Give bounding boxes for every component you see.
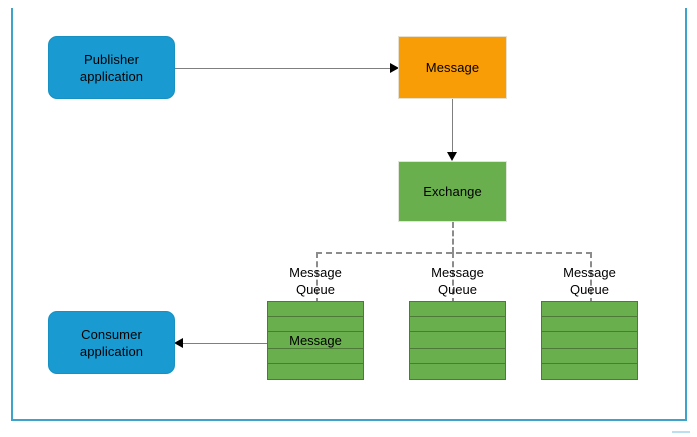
queue-to-consumer-line: [183, 343, 268, 344]
queue-2-cell-1: [410, 302, 505, 317]
dashed-drop-to-queue-1: [316, 252, 318, 304]
publisher-to-message-line: [175, 68, 392, 69]
queue-3-cell-1: [542, 302, 637, 317]
queue-2-cell-5: [410, 364, 505, 379]
message-to-exchange-line: [452, 99, 453, 154]
exchange-dashed-bus-line: [316, 252, 592, 254]
exchange-label: Exchange: [423, 184, 482, 199]
queue-1-label-line1: Message: [289, 265, 342, 280]
queue-2-label: Message Queue: [409, 264, 506, 298]
queue-1-label: Message Queue: [267, 264, 364, 298]
exchange-node: Exchange: [398, 161, 507, 222]
dashed-drop-to-queue-3: [590, 252, 592, 304]
queue-3-stack: [541, 301, 638, 380]
queue-3-cell-5: [542, 364, 637, 379]
consumer-label-line1: Consumer: [81, 326, 142, 342]
queue-3-label-line2: Queue: [569, 282, 610, 297]
publisher-label-line1: Publisher: [83, 51, 140, 67]
publisher-application-node: Publisher application: [48, 36, 175, 99]
queue-1-cell-2: [268, 317, 363, 332]
queue-1-label-line2: Queue: [295, 282, 336, 297]
queue-2-cell-3: [410, 332, 505, 349]
queue-2-label-line1: Message: [431, 265, 484, 280]
queue-3-cell-3: [542, 332, 637, 349]
queue-1-cell-4: [268, 349, 363, 364]
queue-1-stack: Message: [267, 301, 364, 380]
queue-3-label-line1: Message: [563, 265, 616, 280]
queue-1-cell-5: [268, 364, 363, 379]
queue-3-cell-4: [542, 349, 637, 364]
queue-1-cell-3: Message: [268, 332, 363, 349]
queue-2-cell-2: [410, 317, 505, 332]
dashed-drop-to-queue-2: [452, 252, 454, 304]
queue-3-cell-2: [542, 317, 637, 332]
queue-2-stack: [409, 301, 506, 380]
publisher-to-message-arrowhead-icon: [390, 63, 399, 73]
queue-1-cell-1: [268, 302, 363, 317]
queue-3-label: Message Queue: [541, 264, 638, 298]
message-node: Message: [398, 36, 507, 99]
message-queue-3: Message Queue: [541, 264, 638, 380]
frame-right-rule: [685, 8, 687, 421]
message-queue-1: Message Queue Message: [267, 264, 364, 380]
publisher-label-line2: application: [79, 68, 144, 84]
consumer-application-node: Consumer application: [48, 311, 175, 374]
message-label: Message: [425, 60, 480, 75]
frame-bottom-rule: [11, 419, 687, 421]
frame-left-rule: [11, 8, 13, 421]
exchange-dashed-drop-line: [452, 222, 454, 253]
consumer-label-line2: application: [79, 343, 144, 359]
queue-2-cell-4: [410, 349, 505, 364]
queue-2-label-line2: Queue: [437, 282, 478, 297]
queue-to-consumer-arrowhead-icon: [174, 338, 183, 348]
frame-artifact-mark: [672, 431, 690, 433]
message-queue-2: Message Queue: [409, 264, 506, 380]
message-to-exchange-arrowhead-icon: [447, 152, 457, 161]
